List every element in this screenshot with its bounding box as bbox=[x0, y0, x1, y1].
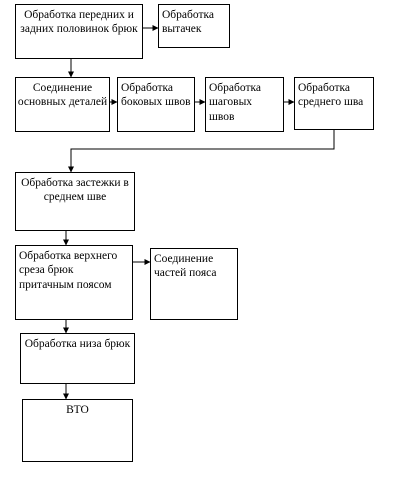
node-join-main-parts: Соединение основных деталей bbox=[15, 77, 110, 132]
node-middle-seam: Обработка среднего шва bbox=[294, 77, 374, 130]
node-side-seams: Обработка боковых швов bbox=[117, 77, 195, 132]
node-hem: Обработка низа брюк bbox=[20, 333, 135, 384]
node-waistband: Обработка верхнего среза брюк притачным … bbox=[15, 245, 133, 320]
node-front-back-halves: Обработка передних и задних половинок бр… bbox=[15, 4, 143, 59]
node-fastener: Обработка застежки в среднем шве bbox=[15, 172, 135, 231]
node-inseams: Обработка шаговых швов bbox=[205, 77, 284, 132]
node-belt-parts: Соединение частей пояса bbox=[150, 248, 238, 320]
arrow-middle-to-fastener bbox=[68, 130, 335, 173]
node-vto: ВТО bbox=[22, 399, 133, 462]
node-darts: Обработка вытачек bbox=[158, 4, 230, 48]
